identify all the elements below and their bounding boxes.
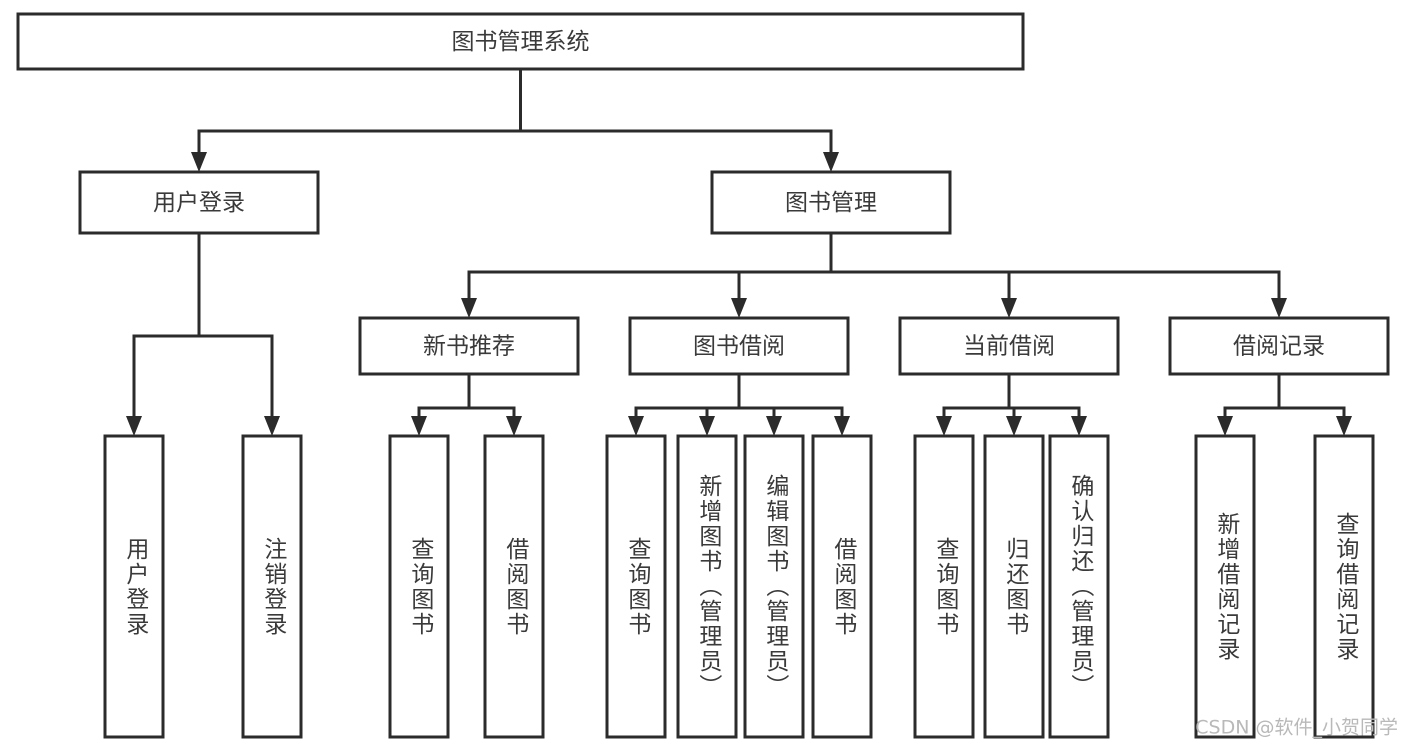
node-box-new-book-recommend[interactable]	[358, 316, 580, 376]
edge-current-borrow-to-current-query-book-head	[936, 416, 952, 436]
edge-root-to-user-login-head	[191, 152, 207, 172]
edge-current-borrow-to-current-return-book-head	[1006, 416, 1022, 436]
node-box-user-login-leaf[interactable]	[103, 434, 165, 739]
edge-new-book-recommend-to-recommend-query-book-head	[411, 416, 427, 436]
edge-user-login-to-user-login-leaf-head	[126, 416, 142, 436]
node-box-book-manage[interactable]	[710, 170, 952, 235]
edge-book-borrow-to-borrow-add-book-admin-head	[699, 416, 715, 436]
node-box-borrow-edit-book-admin[interactable]	[743, 434, 805, 739]
edge-book-manage-to-current-borrow-head	[1001, 298, 1017, 318]
node-label-book-borrow: 图书借阅	[693, 334, 785, 360]
csdn-watermark: CSDN @软件_小贺同学	[1195, 717, 1398, 739]
node-box-borrow-borrow-book[interactable]	[811, 434, 873, 739]
node-label-book-manage: 图书管理	[785, 190, 877, 216]
node-box-borrow-query-book[interactable]	[605, 434, 667, 739]
edge-user-login-to-user-logout-leaf-head	[264, 416, 280, 436]
node-box-record-add[interactable]	[1194, 434, 1256, 739]
node-box-book-borrow[interactable]	[628, 316, 850, 376]
edge-book-manage-to-new-book-recommend-head	[461, 298, 477, 318]
node-box-borrow-record[interactable]	[1168, 316, 1390, 376]
edge-book-manage-to-book-borrow-head	[731, 298, 747, 318]
edge-borrow-record-to-record-query-head	[1336, 416, 1352, 436]
edge-book-borrow-to-borrow-borrow-book-head	[834, 416, 850, 436]
node-box-current-return-book[interactable]	[983, 434, 1045, 739]
node-box-recommend-borrow-book[interactable]	[483, 434, 545, 739]
node-box-root[interactable]	[16, 12, 1025, 71]
node-label-new-book-recommend: 新书推荐	[423, 334, 515, 360]
edge-new-book-recommend-to-recommend-borrow-book-head	[506, 416, 522, 436]
node-label-current-borrow: 当前借阅	[963, 334, 1055, 360]
node-label-borrow-record: 借阅记录	[1233, 334, 1325, 360]
node-label-user-login: 用户登录	[153, 190, 245, 216]
node-label-root: 图书管理系统	[452, 29, 590, 55]
node-box-current-confirm-return-admin[interactable]	[1048, 434, 1110, 739]
node-box-borrow-add-book-admin[interactable]	[676, 434, 738, 739]
node-box-current-borrow[interactable]	[898, 316, 1120, 376]
edge-book-borrow-to-borrow-query-book-head	[628, 416, 644, 436]
node-box-user-logout-leaf[interactable]	[241, 434, 303, 739]
connectors-layer	[126, 67, 1352, 436]
node-box-record-query[interactable]	[1313, 434, 1375, 739]
node-box-current-query-book[interactable]	[913, 434, 975, 739]
edge-borrow-record-to-record-add-head	[1217, 416, 1233, 436]
edge-book-borrow-to-borrow-edit-book-admin-head	[766, 416, 782, 436]
edge-current-borrow-to-current-confirm-return-admin-head	[1071, 416, 1087, 436]
edge-book-manage-to-borrow-record-head	[1271, 298, 1287, 318]
node-box-recommend-query-book[interactable]	[388, 434, 450, 739]
node-box-user-login[interactable]	[78, 170, 320, 235]
edge-root-to-book-manage-head	[823, 152, 839, 172]
